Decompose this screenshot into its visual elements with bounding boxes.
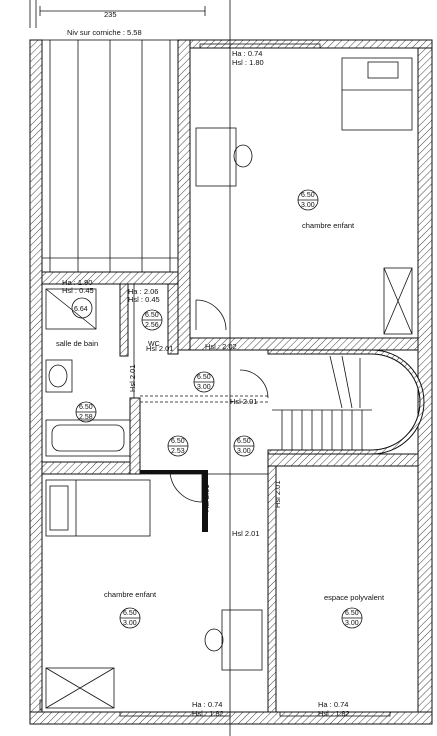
ha-bl-label: Ha : 0.74: [192, 700, 222, 709]
area-a: 6.50: [237, 438, 251, 445]
area-b: 3.00: [197, 384, 211, 391]
hsl-wc-label: Hsl : 0.45: [128, 295, 160, 304]
area-b: 3.00: [301, 202, 315, 209]
hsl-top-label: Hsl : 1.80: [232, 58, 264, 67]
room-name: salle de bain: [56, 339, 98, 348]
area-b: 3.00: [237, 448, 251, 455]
room-bottom-right: Ha : 0.74 Hsl : 1.82: [267, 465, 419, 718]
area-a: 6.50: [171, 438, 185, 445]
room-label-storage: 6.50 2.53: [167, 435, 189, 457]
area-b: 2.53: [171, 448, 185, 455]
ha-br-label: Ha : 0.74: [318, 700, 348, 709]
ha-top-label: Ha : 0.74: [232, 49, 262, 58]
area-a: 6.64: [74, 306, 88, 313]
dim-top-label: 235: [104, 10, 117, 19]
room-label-shower: 6.64: [71, 297, 93, 319]
area-a: 6.50: [301, 192, 315, 199]
room-name: chambre enfant: [104, 590, 157, 599]
hsl-201-v2-label: Hsl 2.01: [202, 484, 211, 512]
area-a: 6.50: [345, 610, 359, 617]
ha-wc-label: Ha : 2.06: [128, 287, 158, 296]
room-label-bedroom-top: chambre enfant 6.50 3.00: [297, 189, 355, 230]
room-label-bathroom: salle de bain 6.50 2.58: [56, 339, 98, 423]
room-name: chambre enfant: [302, 221, 355, 230]
room-label-hall: 6.50 3.00: [233, 435, 255, 457]
hsl-br-label: Hsl : 1.82: [318, 709, 350, 718]
area-a: 6.50: [79, 404, 93, 411]
bathroom-area: Ha : 1.90 Hsl : 0.45 Ha : 2.06 Hsl : 0.4…: [41, 271, 179, 475]
area-b: 3.00: [123, 620, 137, 627]
vertical-shaft: [41, 39, 179, 273]
hsl-bath-label: Hsl : 0.45: [62, 286, 94, 295]
windows: [39, 43, 391, 717]
hsl-bl-label: Hsl : 1.82: [192, 709, 224, 718]
area-b: 2.58: [79, 414, 93, 421]
hsl-201-b-label: Hsl 2.01: [232, 529, 260, 538]
area-a: 6.50: [197, 374, 211, 381]
hsl-201-v1-label: Hsl 2.01: [128, 364, 137, 392]
staircase: [267, 349, 425, 497]
room-label-landing: 6.50 3.00: [193, 371, 215, 393]
room-name: espace polyvalent: [324, 593, 385, 602]
niv-corniche-label: Niv sur corniche : 5.58: [67, 28, 142, 37]
ha-bath-label: Ha : 1.90: [62, 278, 92, 287]
top-dimension: 235: [39, 6, 206, 19]
area-a: 6.50: [123, 610, 137, 617]
hsl-201-corr-label: Hsl 2.01: [230, 397, 258, 406]
bedroom-top: Ha : 0.74 Hsl : 1.80: [189, 47, 419, 351]
hsl-201-v3-label: Hsl 2.01: [273, 480, 282, 508]
hsl-201-a-label: Hsl 2.01: [146, 344, 174, 353]
outer-walls: [29, 39, 433, 725]
area-b: 2.56: [145, 322, 159, 329]
room-label-wc: 6.50 2.56: [141, 309, 163, 331]
area-a: 6.50: [145, 312, 159, 319]
room-label-multipurpose: espace polyvalent 6.50 3.00: [324, 593, 385, 629]
room-label-bedroom-bottom: chambre enfant 6.50 3.00: [104, 590, 157, 629]
corridor: Hsl 2.01 Hsl : 2.02 Hsl 2.01 Hsl 2.01 Hs…: [128, 299, 282, 538]
hsl-202-label: Hsl : 2.02: [205, 342, 237, 351]
wc-label: WC: [148, 341, 160, 348]
area-b: 3.00: [345, 620, 359, 627]
